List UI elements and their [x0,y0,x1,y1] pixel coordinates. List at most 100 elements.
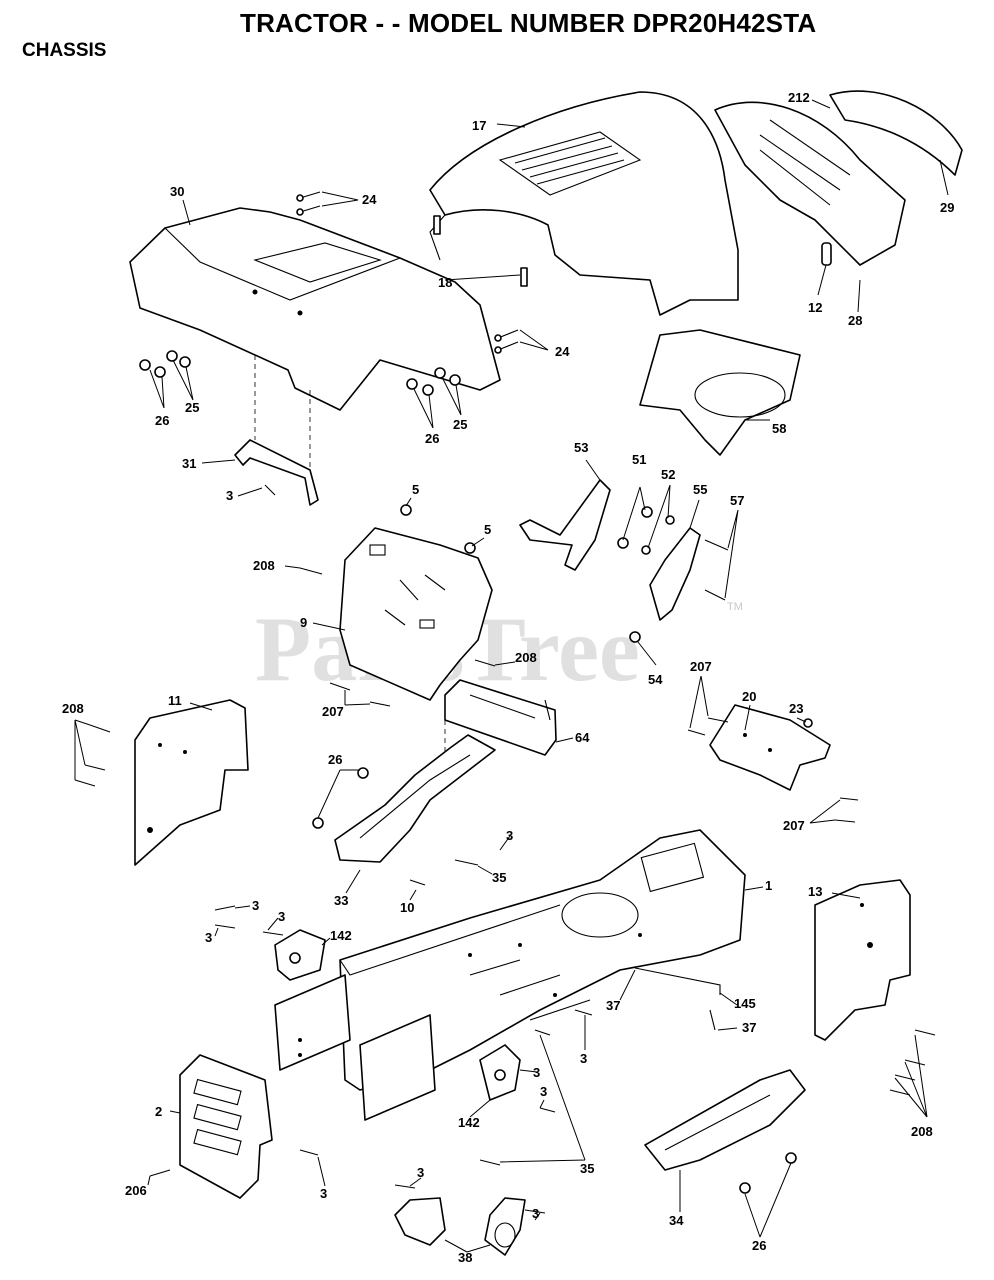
part-bracket-31[interactable] [234,439,319,506]
callout-54[interactable]: 54 [648,672,663,687]
part-dash-panel[interactable] [339,527,493,701]
callout-58[interactable]: 58 [772,421,786,436]
callout-37-left[interactable]: 37 [606,998,620,1013]
callout-13[interactable]: 13 [808,884,822,899]
callout-207-dash[interactable]: 207 [322,704,344,719]
callout-37-right[interactable]: 37 [742,1020,756,1035]
callout-64[interactable]: 64 [575,730,590,745]
part-bolts-24-side[interactable] [494,329,519,354]
callout-30[interactable]: 30 [170,184,184,199]
part-nut-23[interactable] [803,718,813,728]
part-bolt-206[interactable] [149,1169,171,1177]
callout-2[interactable]: 2 [155,1104,162,1119]
callout-206[interactable]: 206 [125,1183,147,1198]
callout-5-top[interactable]: 5 [412,482,419,497]
part-nut-5-top[interactable] [400,504,412,516]
part-bolt-3-front[interactable] [299,1149,319,1156]
part-bolt-3-bracket[interactable] [264,484,276,496]
part-bolts-208-left[interactable] [74,724,111,787]
callout-3-center[interactable]: 3 [580,1051,587,1066]
part-bracket-12[interactable] [821,242,832,266]
callout-57[interactable]: 57 [730,493,744,508]
callout-24[interactable]: 24 [362,192,377,207]
callout-3-bottom-b[interactable]: 3 [532,1206,539,1221]
callout-3-top-b[interactable]: 3 [278,909,285,924]
callout-1[interactable]: 1 [765,878,772,893]
callout-142-lower[interactable]: 142 [458,1115,480,1130]
part-nuts-26-footrest[interactable] [312,767,369,829]
callout-34[interactable]: 34 [669,1213,684,1228]
callout-25[interactable]: 25 [185,400,199,415]
callout-9[interactable]: 9 [300,615,307,630]
callout-3-footrest[interactable]: 3 [506,828,513,843]
part-plate-20[interactable] [709,704,831,791]
part-heat-shield[interactable] [639,329,801,456]
callout-35-lower[interactable]: 35 [580,1161,594,1176]
callout-208-dash[interactable]: 208 [253,558,275,573]
callout-3-lower-a[interactable]: 3 [533,1065,540,1080]
part-bolt-208-dash[interactable] [299,567,323,575]
part-nuts-26-25-left[interactable] [139,350,191,378]
callout-26-right[interactable]: 26 [425,431,439,446]
part-bracket-142-top[interactable] [274,929,326,981]
callout-25-right[interactable]: 25 [453,417,467,432]
callout-142-top[interactable]: 142 [330,928,352,943]
part-headlight-lens[interactable] [829,90,963,176]
callout-29[interactable]: 29 [940,200,954,215]
part-frame-rail-left[interactable] [274,974,351,1071]
part-bolt-35-upper[interactable] [454,859,479,866]
callout-20[interactable]: 20 [742,689,756,704]
callout-3-lower-b[interactable]: 3 [540,1084,547,1099]
part-rod-145[interactable] [634,967,721,1031]
part-side-panel-right[interactable] [814,879,911,1041]
part-bolts-24-top[interactable] [296,191,321,216]
callout-145[interactable]: 145 [734,996,756,1011]
callout-10[interactable]: 10 [400,900,414,915]
callout-208-left[interactable]: 208 [62,701,84,716]
part-footrest-34[interactable] [644,1069,806,1171]
part-fender[interactable] [129,207,501,411]
part-bolts-208-right[interactable] [889,1029,936,1096]
part-bolts-208-center[interactable] [474,659,551,721]
callout-26-footrest[interactable]: 26 [328,752,342,767]
part-bolt-35-lower[interactable] [534,1029,551,1036]
callout-38[interactable]: 38 [458,1250,472,1265]
part-bolts-3-bottom[interactable] [394,1107,556,1214]
callout-23[interactable]: 23 [789,701,803,716]
part-bolts-57[interactable] [704,539,729,601]
callout-33[interactable]: 33 [334,893,348,908]
callout-3-bottom-a[interactable]: 3 [417,1165,424,1180]
part-bracket-53[interactable] [519,479,611,571]
part-nuts-26-25-right[interactable] [406,367,461,396]
callout-3-top-a[interactable]: 3 [252,898,259,913]
callout-31[interactable]: 31 [182,456,196,471]
callout-28[interactable]: 28 [848,313,862,328]
callout-51[interactable]: 51 [632,452,646,467]
callout-12[interactable]: 12 [808,300,822,315]
callout-52[interactable]: 52 [661,467,675,482]
part-hood-insert-lower[interactable] [520,267,528,287]
callout-212[interactable]: 212 [788,90,810,105]
callout-24-side[interactable]: 24 [555,344,570,359]
part-bolts-207-dash[interactable] [329,682,391,707]
part-grille[interactable] [714,101,906,266]
callout-5-right[interactable]: 5 [484,522,491,537]
part-bolt-3-center[interactable] [574,1009,593,1016]
part-frame-rail-inner[interactable] [359,1014,436,1121]
callout-208-right[interactable]: 208 [911,1124,933,1139]
callout-208-center[interactable]: 208 [515,650,537,665]
part-bracket-142-lower[interactable] [479,1044,521,1101]
callout-18[interactable]: 18 [438,275,452,290]
part-brackets-38[interactable] [394,1197,526,1256]
part-bolt-10[interactable] [409,879,426,886]
part-nuts-26-bottom[interactable] [739,1152,797,1194]
callout-35-upper[interactable]: 35 [492,870,506,885]
callout-3-bracket[interactable]: 3 [226,488,233,503]
callout-3-front[interactable]: 3 [320,1186,327,1201]
callout-55[interactable]: 55 [693,482,707,497]
part-bolts-207-right[interactable] [687,717,859,823]
part-bolt-35-bottom[interactable] [479,1159,501,1166]
part-hood-insert[interactable] [433,215,441,235]
part-front-bracket-2[interactable] [179,1054,273,1199]
part-nut-54[interactable] [629,631,641,643]
